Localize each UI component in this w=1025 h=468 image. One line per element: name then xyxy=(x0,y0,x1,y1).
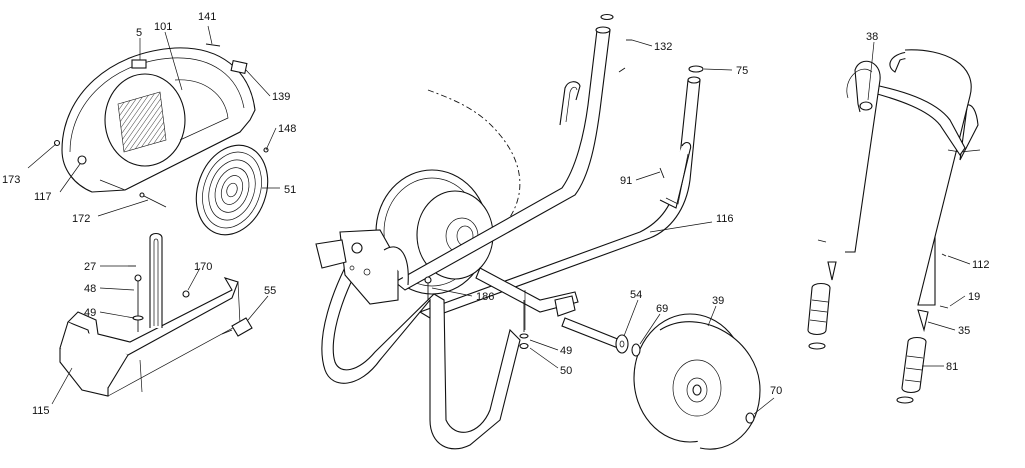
label-49-bracket: 49 xyxy=(84,307,96,319)
label-51: 51 xyxy=(284,184,296,196)
bolt-172 xyxy=(139,192,167,208)
label-69: 69 xyxy=(656,303,668,315)
label-38: 38 xyxy=(866,31,878,43)
belt-guard-assembly xyxy=(53,43,256,193)
label-55: 55 xyxy=(264,285,276,297)
fan-guard xyxy=(195,144,269,236)
callout-labels: 5 101 141 139 148 51 173 117 172 27 170 … xyxy=(2,11,990,417)
label-116: 116 xyxy=(716,213,734,225)
label-27: 27 xyxy=(84,261,96,273)
label-39: 39 xyxy=(712,295,724,307)
wheel-39 xyxy=(615,313,761,450)
label-5: 5 xyxy=(136,27,142,39)
label-50: 50 xyxy=(560,365,572,377)
label-49-frame: 49 xyxy=(560,345,572,357)
label-141: 141 xyxy=(198,11,216,23)
label-132: 132 xyxy=(654,41,672,53)
label-81: 81 xyxy=(946,361,958,373)
label-115: 115 xyxy=(32,405,50,417)
label-186: 186 xyxy=(476,291,494,303)
label-172: 172 xyxy=(72,213,90,225)
label-75: 75 xyxy=(736,65,748,77)
label-112: 112 xyxy=(972,259,990,271)
label-170: 170 xyxy=(194,261,212,273)
label-173: 173 xyxy=(2,174,20,186)
label-19: 19 xyxy=(968,291,980,303)
cart-frame-assembly xyxy=(315,13,704,450)
label-70: 70 xyxy=(770,385,782,397)
label-117: 117 xyxy=(34,191,52,203)
label-91: 91 xyxy=(620,175,632,187)
label-139: 139 xyxy=(272,91,290,103)
mounting-bracket-assembly xyxy=(59,232,253,397)
handle-assembly xyxy=(807,49,981,404)
label-148: 148 xyxy=(278,123,296,135)
label-101: 101 xyxy=(154,21,172,33)
label-54: 54 xyxy=(630,289,642,301)
label-35: 35 xyxy=(958,325,970,337)
leader-lines xyxy=(27,25,971,415)
label-48: 48 xyxy=(84,283,96,295)
